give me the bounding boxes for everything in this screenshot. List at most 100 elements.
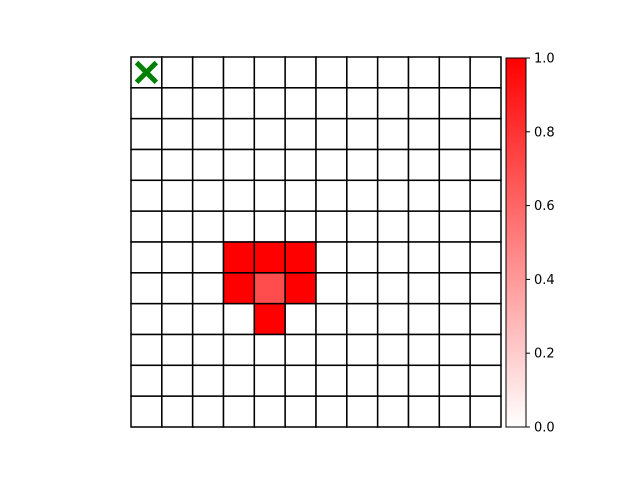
heatmap-cell-r5-c11 <box>469 210 502 243</box>
heatmap-cell-r1-c5 <box>284 87 317 120</box>
heatmap-cell-r8-c0 <box>130 302 163 336</box>
heatmap-cell-r9-c6 <box>315 333 348 367</box>
heatmap-cell-r5-c6 <box>315 210 348 243</box>
heatmap-cell-r4-c3 <box>222 179 256 212</box>
heatmap-cell-r10-c6 <box>315 364 348 397</box>
start-marker-x-icon <box>134 60 159 85</box>
heatmap-cell-r11-c1 <box>161 395 194 428</box>
heatmap-cell-r11-c6 <box>315 395 348 428</box>
heatmap-cell-r0-c7 <box>346 56 379 89</box>
heatmap-cell-r0-c2 <box>191 56 225 89</box>
heatmap-cell-r1-c3 <box>222 87 256 120</box>
heatmap-cell-r11-c9 <box>407 395 441 428</box>
heatmap-cell-r7-c2 <box>191 272 225 305</box>
heatmap-cell-r11-c5 <box>284 395 317 428</box>
heatmap-cell-r5-c10 <box>438 210 471 243</box>
heatmap-cell-r3-c2 <box>191 148 225 182</box>
heatmap-cell-r8-c2 <box>191 302 225 336</box>
heatmap-cell-r11-c3 <box>222 395 256 428</box>
heatmap-cell-r3-c8 <box>376 148 410 182</box>
heatmap-cell-r0-c9 <box>407 56 441 89</box>
heatmap-grid <box>130 56 502 428</box>
heatmap-cell-r0-c3 <box>222 56 256 89</box>
heatmap-cell-r4-c10 <box>438 179 471 212</box>
heatmap-cell-r3-c3 <box>222 148 256 182</box>
heatmap-cell-r7-c3 <box>222 272 256 305</box>
heatmap-cell-r4-c2 <box>191 179 225 212</box>
heatmap-cell-r9-c7 <box>346 333 379 367</box>
heatmap-cell-r9-c11 <box>469 333 502 367</box>
heatmap-cell-r7-c8 <box>376 272 410 305</box>
heatmap-cell-r11-c7 <box>346 395 379 428</box>
heatmap-cell-r2-c8 <box>376 117 410 151</box>
heatmap-cell-r1-c2 <box>191 87 225 120</box>
heatmap-cell-r11-c4 <box>253 395 286 428</box>
heatmap-cell-r6-c10 <box>438 241 471 274</box>
heatmap-cell-r0-c6 <box>315 56 348 89</box>
heatmap-cell-r1-c10 <box>438 87 471 120</box>
heatmap-cell-r10-c3 <box>222 364 256 397</box>
heatmap-cell-r8-c4 <box>253 302 286 336</box>
heatmap-cell-r10-c5 <box>284 364 317 397</box>
heatmap-cell-r2-c5 <box>284 117 317 151</box>
heatmap-cell-r9-c9 <box>407 333 441 367</box>
heatmap-cell-r2-c3 <box>222 117 256 151</box>
heatmap-cell-r0-c4 <box>253 56 286 89</box>
heatmap-cell-r2-c11 <box>469 117 502 151</box>
heatmap-cell-r9-c8 <box>376 333 410 367</box>
heatmap-cell-r4-c0 <box>130 179 163 212</box>
colorbar-tick-label: 0.0 <box>534 421 555 436</box>
colorbar: 0.00.20.40.60.81.0 <box>505 52 555 436</box>
heatmap-cell-r7-c0 <box>130 272 163 305</box>
colorbar-tick-label: 0.8 <box>534 125 555 140</box>
heatmap-cell-r3-c7 <box>346 148 379 182</box>
heatmap-cell-r1-c6 <box>315 87 348 120</box>
heatmap-cell-r5-c4 <box>253 210 286 243</box>
heatmap-cell-r10-c7 <box>346 364 379 397</box>
heatmap-cell-r6-c9 <box>407 241 441 274</box>
heatmap-cell-r6-c0 <box>130 241 163 274</box>
colorbar-tick-label: 1.0 <box>534 52 555 67</box>
heatmap-cell-r4-c11 <box>469 179 502 212</box>
heatmap-cell-r10-c10 <box>438 364 471 397</box>
heatmap-cell-r0-c1 <box>161 56 194 89</box>
heatmap-cell-r10-c9 <box>407 364 441 397</box>
heatmap-cell-r11-c2 <box>191 395 225 428</box>
heatmap-cell-r7-c11 <box>469 272 502 305</box>
heatmap-cell-r3-c11 <box>469 148 502 182</box>
heatmap-cell-r9-c2 <box>191 333 225 367</box>
colorbar-ticks: 0.00.20.40.60.81.0 <box>526 52 555 436</box>
heatmap-cell-r6-c11 <box>469 241 502 274</box>
heatmap-cell-r5-c1 <box>161 210 194 243</box>
heatmap-cell-r7-c10 <box>438 272 471 305</box>
heatmap-cell-r1-c1 <box>161 87 194 120</box>
heatmap-cell-r2-c0 <box>130 117 163 151</box>
heatmap-cell-r8-c9 <box>407 302 441 336</box>
heatmap-cell-r5-c8 <box>376 210 410 243</box>
heatmap-cell-r8-c1 <box>161 302 194 336</box>
heatmap-cell-r4-c7 <box>346 179 379 212</box>
heatmap-cell-r1-c9 <box>407 87 441 120</box>
heatmap-cell-r8-c7 <box>346 302 379 336</box>
heatmap-cell-r4-c6 <box>315 179 348 212</box>
heatmap-cell-r4-c1 <box>161 179 194 212</box>
heatmap-cell-r9-c1 <box>161 333 194 367</box>
heatmap-cell-r6-c1 <box>161 241 194 274</box>
heatmap-cell-r1-c0 <box>130 87 163 120</box>
heatmap-cell-r10-c0 <box>130 364 163 397</box>
heatmap-cell-r0-c11 <box>469 56 502 89</box>
heatmap-cell-r8-c6 <box>315 302 348 336</box>
heatmap-cell-r7-c9 <box>407 272 441 305</box>
heatmap-cell-r6-c2 <box>191 241 225 274</box>
marker-layer <box>134 60 159 85</box>
heatmap-cell-r7-c6 <box>315 272 348 305</box>
heatmap-cell-r4-c4 <box>253 179 286 212</box>
heatmap-cell-r1-c4 <box>253 87 286 120</box>
heatmap-cell-r2-c7 <box>346 117 379 151</box>
heatmap-cell-r7-c7 <box>346 272 379 305</box>
heatmap-cell-r5-c2 <box>191 210 225 243</box>
heatmap-cell-r9-c4 <box>253 333 286 367</box>
heatmap-cell-r0-c8 <box>376 56 410 89</box>
heatmap-cell-r3-c10 <box>438 148 471 182</box>
